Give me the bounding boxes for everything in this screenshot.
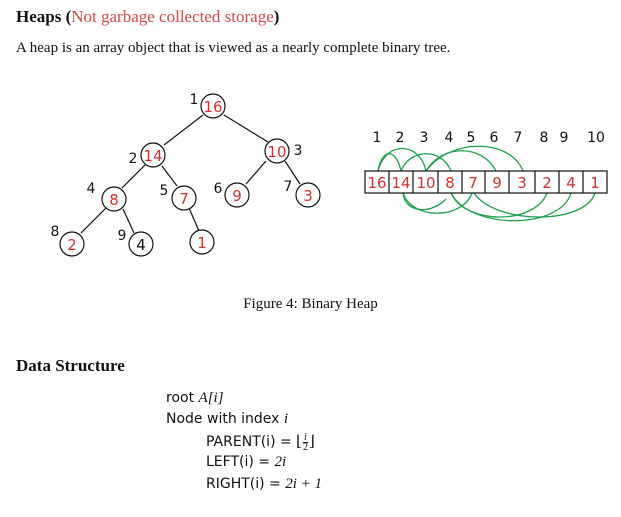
tree-node: 10 3 xyxy=(264,138,303,164)
array-index: 1 xyxy=(373,130,382,146)
tree-edges xyxy=(80,114,301,234)
node-value: 16 xyxy=(203,98,222,116)
page-title: Heaps (Not garbage collected storage) xyxy=(16,7,279,27)
tree-node: 1 xyxy=(189,229,215,255)
array-index: 8 xyxy=(540,130,549,146)
array-index: 2 xyxy=(396,130,405,146)
arc-1-3 xyxy=(377,147,427,172)
array-index: 10 xyxy=(587,130,605,146)
arc-3-7 xyxy=(425,145,524,172)
array-indices: 1 2 3 4 5 6 7 8 9 10 xyxy=(373,130,605,146)
title-suffix: ) xyxy=(273,7,280,26)
intro-text: A heap is an array object that is viewed… xyxy=(16,40,451,56)
node-value: 1 xyxy=(197,234,207,252)
node-value: 3 xyxy=(303,187,313,205)
tree-node: 14 2 xyxy=(129,142,166,168)
array-cell: 3 xyxy=(517,174,527,192)
tree-node: 2 8 xyxy=(51,224,85,257)
ds-right-label: RIGHT(i) = xyxy=(206,476,286,492)
ds-parent-label: PARENT(i) = xyxy=(206,434,297,450)
edge-4-9 xyxy=(122,208,135,234)
node-value: 14 xyxy=(143,147,162,165)
tree-node: 3 7 xyxy=(284,179,321,208)
array-cell: 14 xyxy=(391,174,410,192)
tree-node: 4 9 xyxy=(118,228,154,257)
array-index: 7 xyxy=(514,130,523,146)
array-cell: 1 xyxy=(590,174,600,192)
array-cells: 16 14 10 8 7 9 3 2 4 1 xyxy=(364,170,608,194)
node-value: 7 xyxy=(179,190,189,208)
ds-root-label: root xyxy=(166,390,199,406)
array-cell: 7 xyxy=(468,174,478,192)
array-index: 5 xyxy=(467,130,476,146)
title-accent: Not garbage collected storage xyxy=(71,7,274,26)
arc-4-9 xyxy=(450,192,572,222)
arc-2-tail xyxy=(402,192,447,211)
ds-left-line: LEFT(i) = 2i xyxy=(206,454,286,471)
figure-caption: Figure 4: Binary Heap xyxy=(243,296,378,312)
ds-node-math: i xyxy=(283,411,289,427)
array-index: 9 xyxy=(560,130,569,146)
ds-parent-floor-close: ⌋ xyxy=(309,434,315,450)
ds-left-label: LEFT(i) = xyxy=(206,454,275,470)
arc-2-5 xyxy=(402,192,473,214)
array-cell: 9 xyxy=(492,174,502,192)
tree-node: 16 1 xyxy=(190,92,226,119)
node-index: 7 xyxy=(284,179,293,195)
node-value: 2 xyxy=(67,236,77,254)
ds-node-line: Node with index i xyxy=(166,411,288,428)
edge-4-8 xyxy=(80,207,107,234)
node-value: 4 xyxy=(136,236,146,254)
array-arcs xyxy=(377,145,596,222)
edge-3-7 xyxy=(284,160,301,185)
node-value: 10 xyxy=(267,143,286,161)
array-index: 3 xyxy=(420,130,429,146)
ds-parent-den: 2 xyxy=(303,441,309,453)
section-title: Data Structure xyxy=(16,356,125,375)
arc-2-4 xyxy=(400,153,452,172)
array-cell: 8 xyxy=(445,174,455,192)
node-index: 3 xyxy=(294,143,303,159)
node-index: 4 xyxy=(87,181,96,197)
edge-2-4 xyxy=(121,164,146,189)
node-value: 9 xyxy=(232,187,242,205)
array-index: 4 xyxy=(445,130,454,146)
node-index: 1 xyxy=(190,92,199,108)
edge-3-6 xyxy=(245,160,267,185)
ds-right-math: 2i + 1 xyxy=(285,476,323,492)
edge-2-5 xyxy=(161,165,178,187)
binary-heap-figure: 16 1 14 2 10 3 8 4 7 5 9 6 xyxy=(51,92,608,257)
array-cell: 16 xyxy=(367,174,386,192)
edge-1-2 xyxy=(163,114,204,146)
array-cell: 10 xyxy=(416,174,435,192)
node-value: 8 xyxy=(109,191,119,209)
arc-5-10 xyxy=(473,192,596,218)
node-index: 2 xyxy=(129,151,138,167)
array-cell: 2 xyxy=(542,174,552,192)
ds-root-line: root A[i] xyxy=(166,390,224,407)
node-index: 9 xyxy=(118,228,127,244)
ds-node-label: Node with index xyxy=(166,411,284,427)
ds-root-math: A[i] xyxy=(198,390,224,406)
node-index: 6 xyxy=(214,181,223,197)
title-prefix: Heaps ( xyxy=(16,7,72,26)
ds-parent-num: i xyxy=(303,431,309,443)
array-index: 6 xyxy=(490,130,499,146)
ds-right-line: RIGHT(i) = 2i + 1 xyxy=(206,476,322,493)
edge-5-10 xyxy=(188,207,200,232)
array-cell: 4 xyxy=(566,174,576,192)
node-index: 5 xyxy=(160,183,169,199)
tree-node: 7 5 xyxy=(160,183,197,211)
ds-left-math: 2i xyxy=(274,454,287,470)
ds-parent-floor-open: ⌊ xyxy=(296,434,303,450)
edge-1-3 xyxy=(223,114,269,143)
tree-node: 8 4 xyxy=(87,181,127,212)
tree-node: 9 6 xyxy=(214,181,250,208)
arc-4-8 xyxy=(450,192,548,218)
node-index: 8 xyxy=(51,224,60,240)
